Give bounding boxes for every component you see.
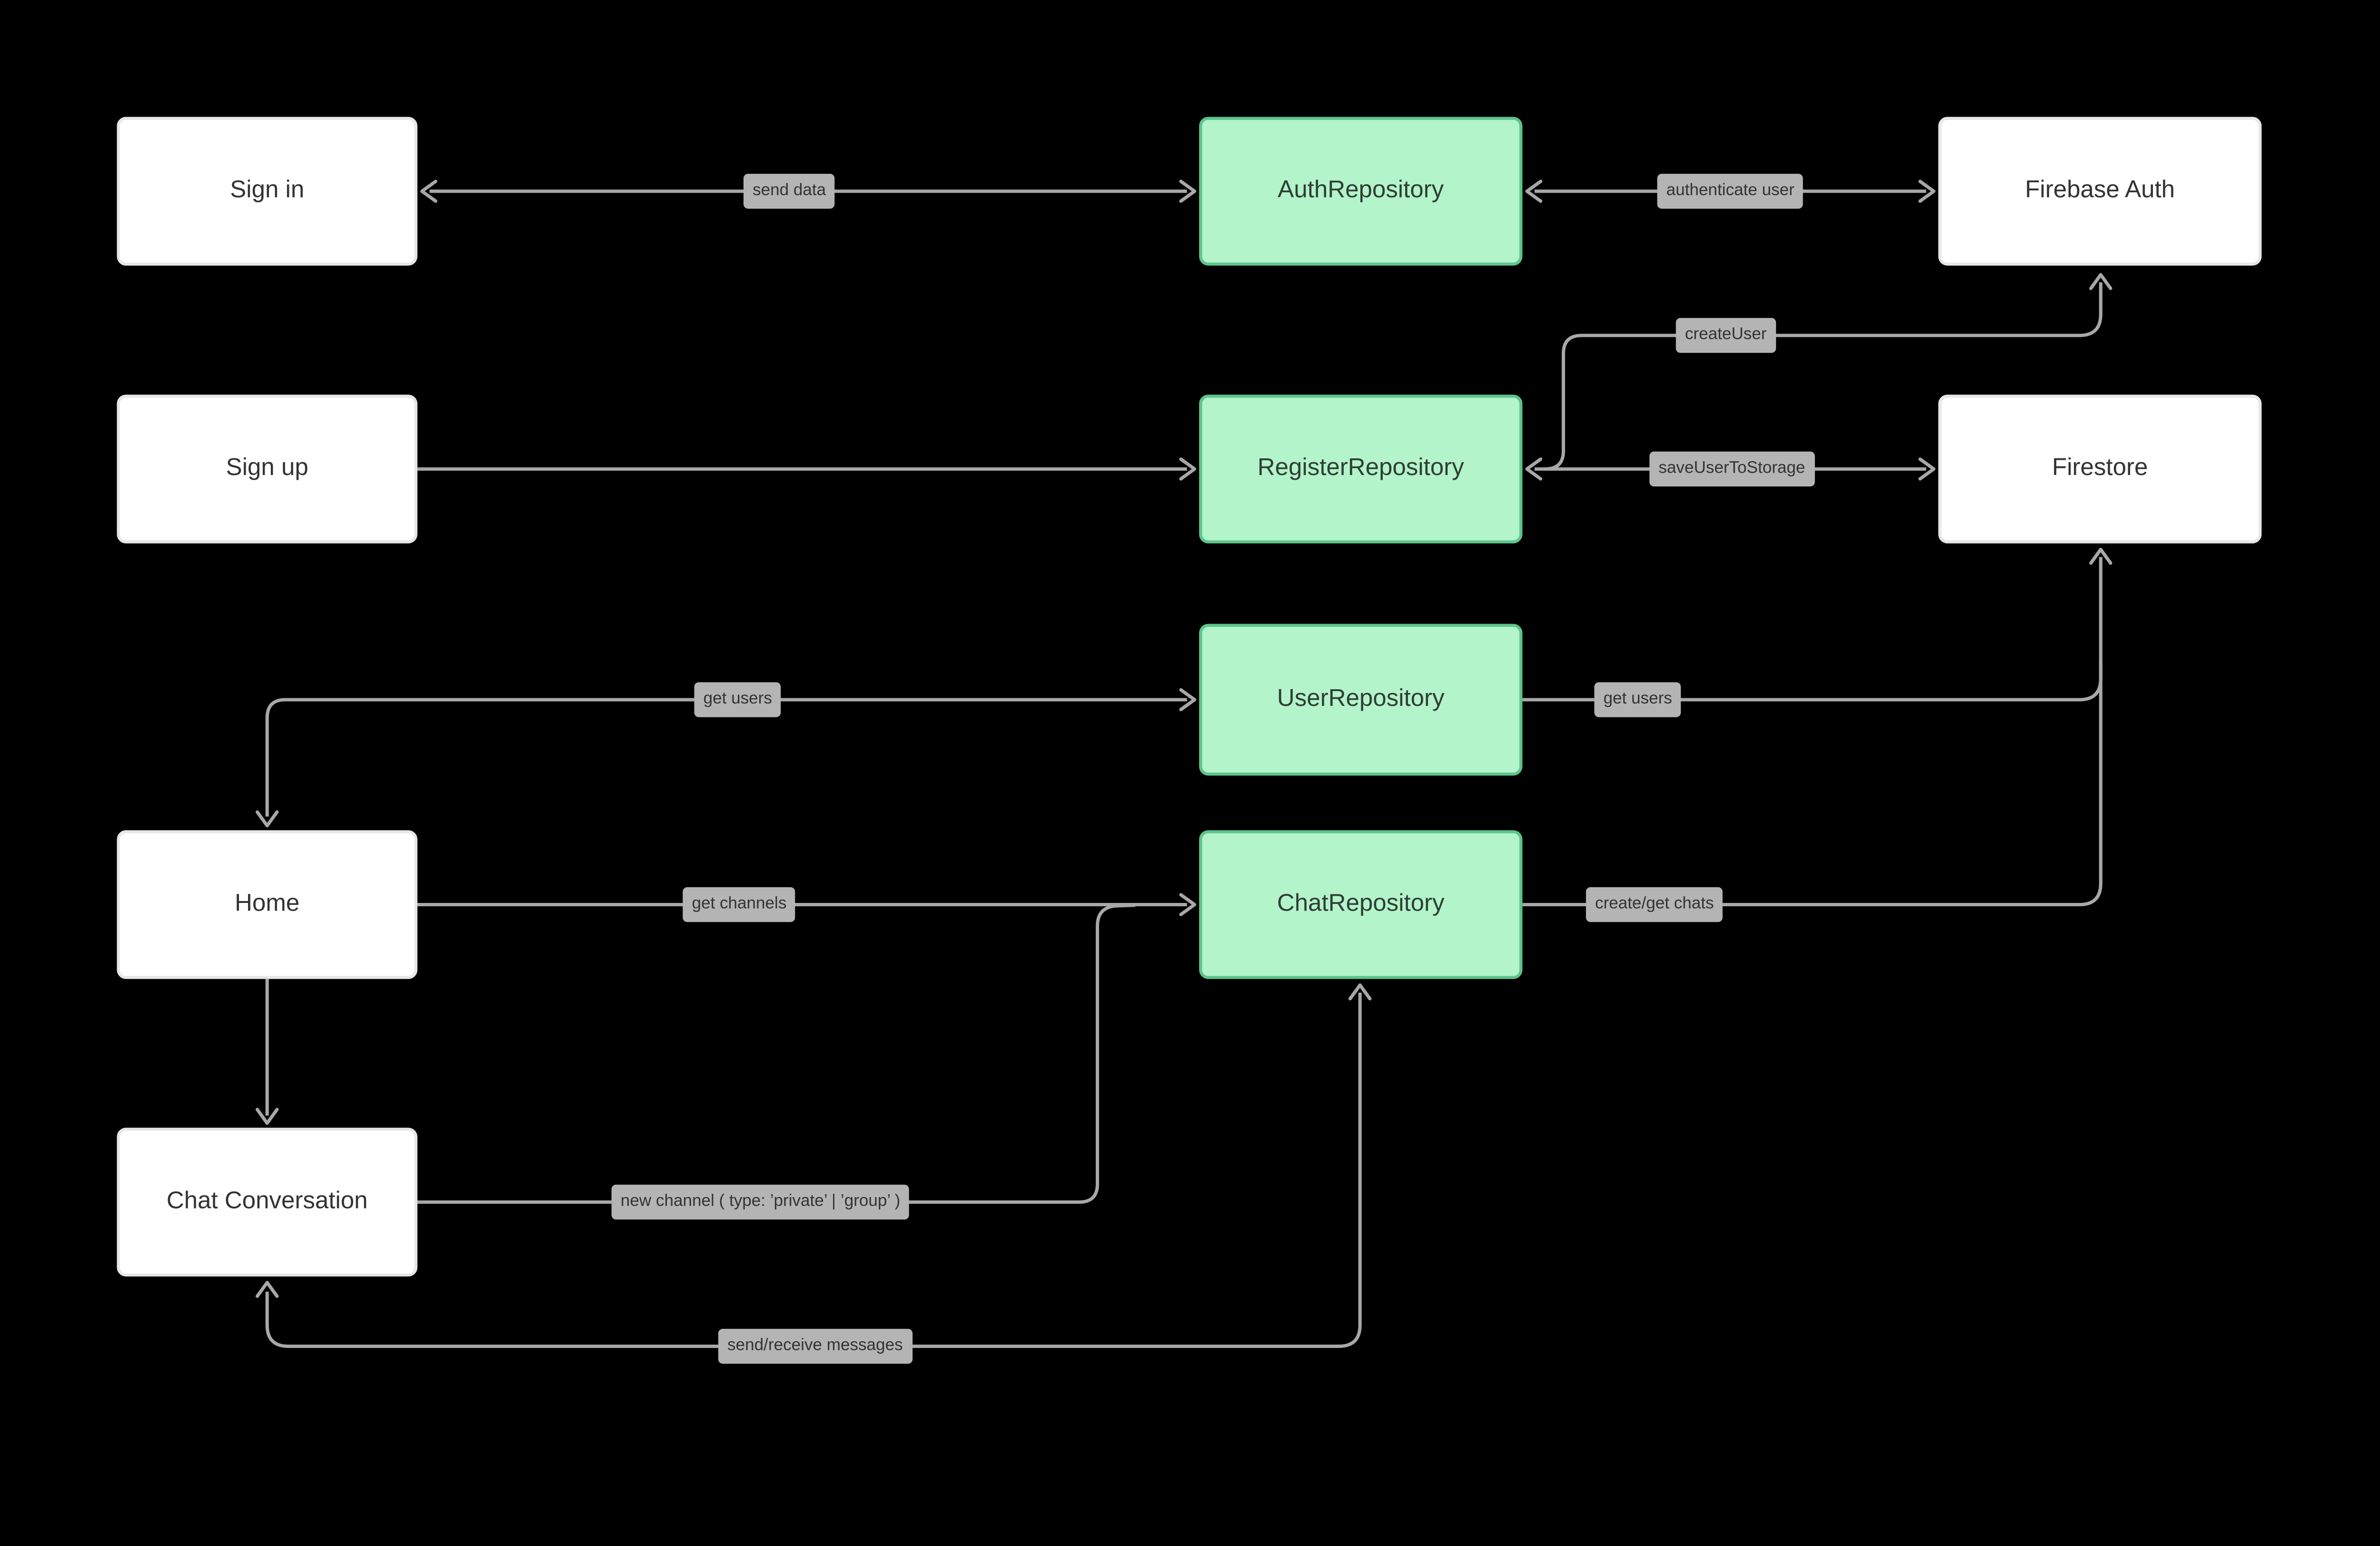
arrowhead-into-chatrepository-bottom (1348, 983, 1372, 1001)
node-firestore: Firestore (1938, 395, 2262, 544)
arrowhead-into-firebaseauth-left (1918, 179, 1936, 203)
arrowhead-into-authrepository-right (1525, 179, 1543, 203)
node-register-repository: RegisterRepository (1199, 395, 1523, 544)
edge-registerrepository-firebaseauth (1545, 282, 2102, 471)
edge-home-userrepository (265, 698, 1187, 817)
arrowhead-into-registerrepository-left (1179, 457, 1197, 481)
node-firebase-auth: Firebase Auth (1938, 117, 2262, 266)
flowchart-diagram: Sign in Sign up Home Chat Conversation A… (117, 117, 2262, 1364)
node-chat-conversation: Chat Conversation (117, 1128, 417, 1277)
edge-label-send-data: send data (743, 174, 835, 209)
arrowhead-into-chatconversation-top (255, 1108, 279, 1125)
node-chat-repository: ChatRepository (1199, 830, 1523, 979)
arrowhead-into-signin (420, 179, 437, 203)
edge-chatrepository-chatconversation (265, 992, 1362, 1348)
node-home: Home (117, 830, 417, 979)
arrowhead-into-userrepository-left (1179, 688, 1197, 712)
arrowhead-into-firestore-left (1918, 457, 1936, 481)
edge-label-save-user-to-storage: saveUserToStorage (1649, 451, 1815, 487)
edge-label-new-channel: new channel ( type: ’private’ | ’group’ … (611, 1184, 910, 1220)
edge-chatrepository-firestore (1522, 557, 2102, 907)
arrowhead-into-home-top (255, 810, 279, 828)
edge-label-authenticate-user: authenticate user (1657, 174, 1804, 209)
edge-label-create-get-chats: create/get chats (1586, 887, 1723, 922)
edge-label-get-users-right: get users (1594, 682, 1681, 717)
arrowhead-into-registerrepository-right (1525, 457, 1543, 481)
arrowhead-into-authrepository-left (1179, 179, 1197, 203)
edge-label-get-users-left: get users (694, 682, 782, 717)
edge-label-get-channels: get channels (683, 887, 796, 922)
node-user-repository: UserRepository (1199, 624, 1523, 776)
node-sign-in: Sign in (117, 117, 417, 266)
arrowhead-into-firestore-bottom (2089, 547, 2112, 565)
node-auth-repository: AuthRepository (1199, 117, 1523, 266)
node-sign-up: Sign up (117, 395, 417, 544)
arrowhead-into-firebaseauth-bottom (2089, 273, 2112, 290)
edge-label-create-user: createUser (1676, 318, 1776, 353)
arrowhead-into-chatrepository-left (1179, 893, 1197, 916)
edge-label-send-receive-messages: send/receive messages (718, 1328, 912, 1364)
arrowhead-into-chatconversation-bottom (255, 1281, 279, 1298)
edge-chatconversation-chatrepository (417, 903, 1136, 1204)
